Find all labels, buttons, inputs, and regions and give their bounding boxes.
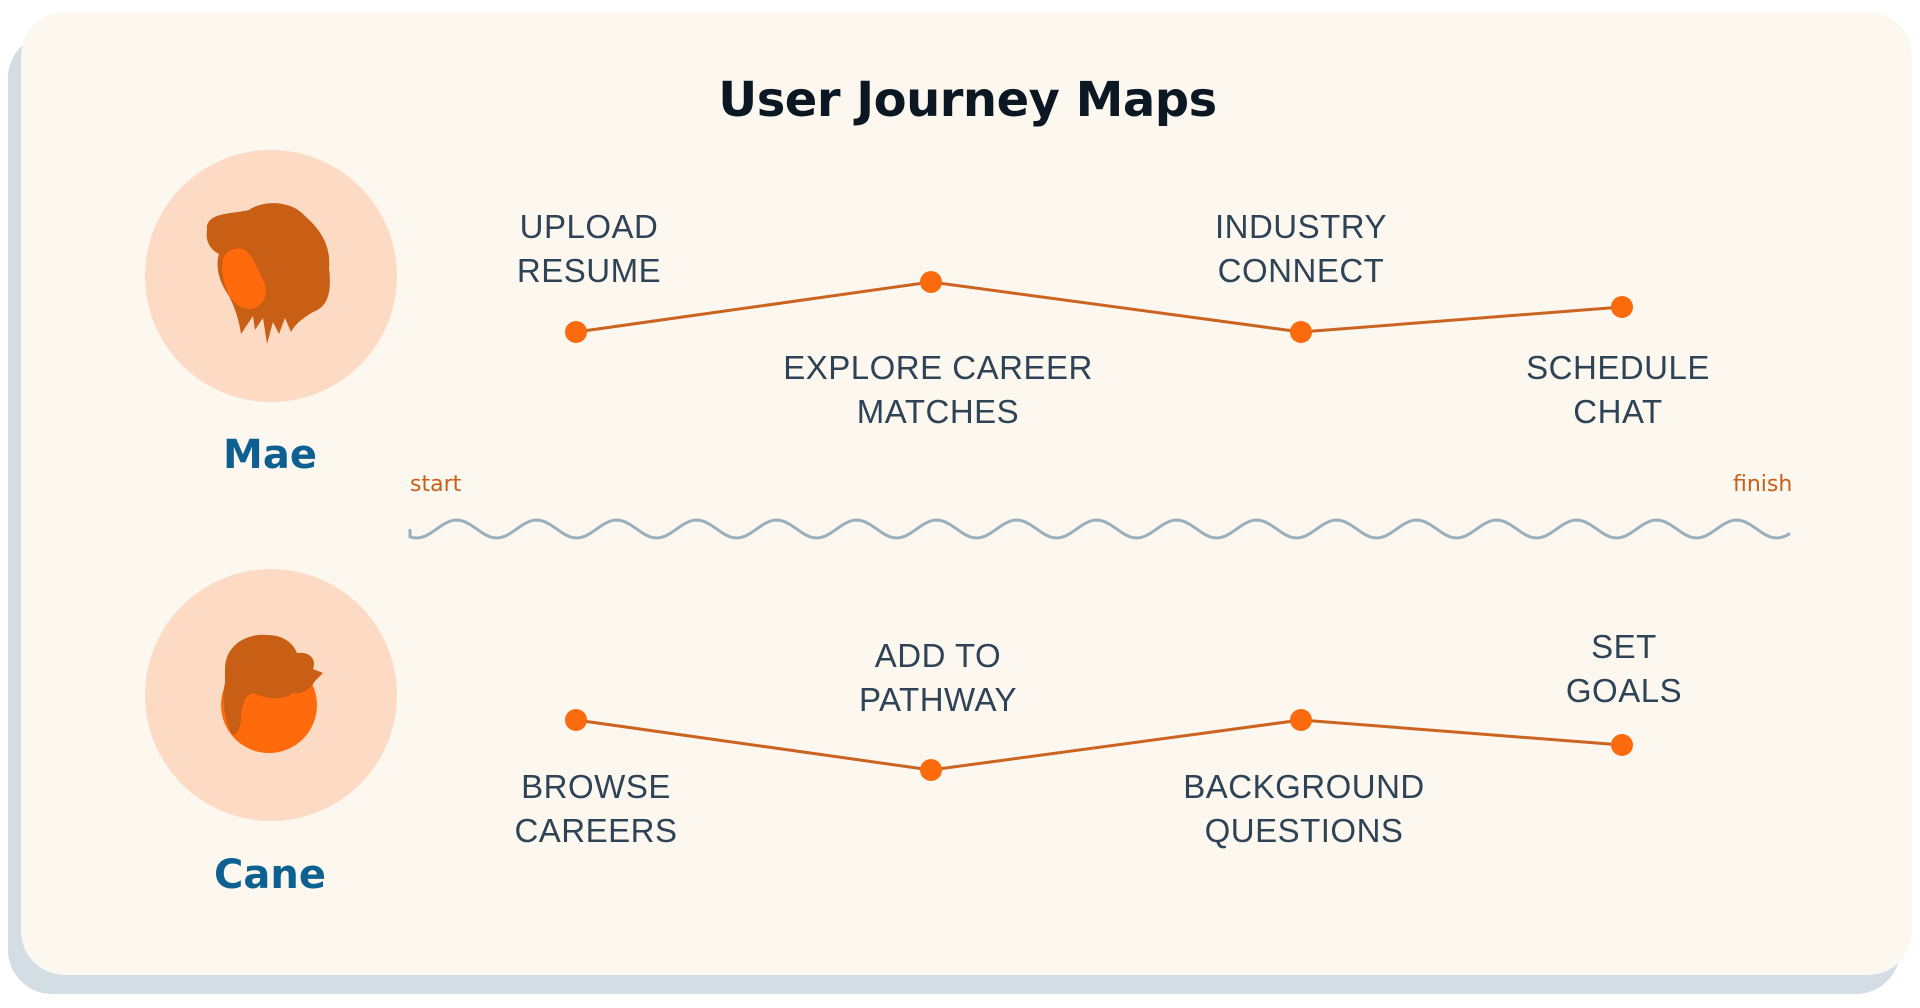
mae-journey-line xyxy=(575,280,1623,334)
woman-long-hair-avatar-icon xyxy=(206,203,330,344)
mae-step-3-label: INDUSTRY CONNECT xyxy=(1214,208,1388,289)
cane-step-2-label: ADD TO PATHWAY xyxy=(858,637,1018,718)
mae-step-1-label: UPLOAD RESUME xyxy=(516,208,662,289)
mae-step-4-label: SCHEDULE CHAT xyxy=(1526,349,1710,430)
page-title: User Journey Maps xyxy=(718,72,1217,128)
cane-step-3-label: BACKGROUND QUESTIONS xyxy=(1183,768,1425,849)
mae-step-3-dot xyxy=(1290,321,1312,343)
mae-step-2-dot xyxy=(920,271,942,293)
cane-step-1-dot xyxy=(565,709,587,731)
cane-step-4-dot xyxy=(1611,734,1633,756)
timeline-wave xyxy=(408,518,1791,540)
cane-step-2-dot xyxy=(920,759,942,781)
cane-journey-line xyxy=(575,718,1623,772)
man-short-hair-avatar-icon xyxy=(221,634,323,753)
persona-name-cane: Cane xyxy=(214,852,326,898)
mae-avatar xyxy=(145,150,397,402)
cane-avatar xyxy=(145,569,397,821)
mae-step-4-dot xyxy=(1611,296,1633,318)
timeline-start-label: start xyxy=(410,472,462,497)
persona-name-mae: Mae xyxy=(223,432,317,478)
cane-step-3-dot xyxy=(1290,709,1312,731)
mae-step-1-dot xyxy=(565,321,587,343)
cane-step-1-label: BROWSE CAREERS xyxy=(514,768,678,849)
timeline-finish-label: finish xyxy=(1733,472,1793,497)
cane-step-4-label: SET GOALS xyxy=(1565,628,1683,709)
mae-step-2-label: EXPLORE CAREER MATCHES xyxy=(783,349,1093,430)
